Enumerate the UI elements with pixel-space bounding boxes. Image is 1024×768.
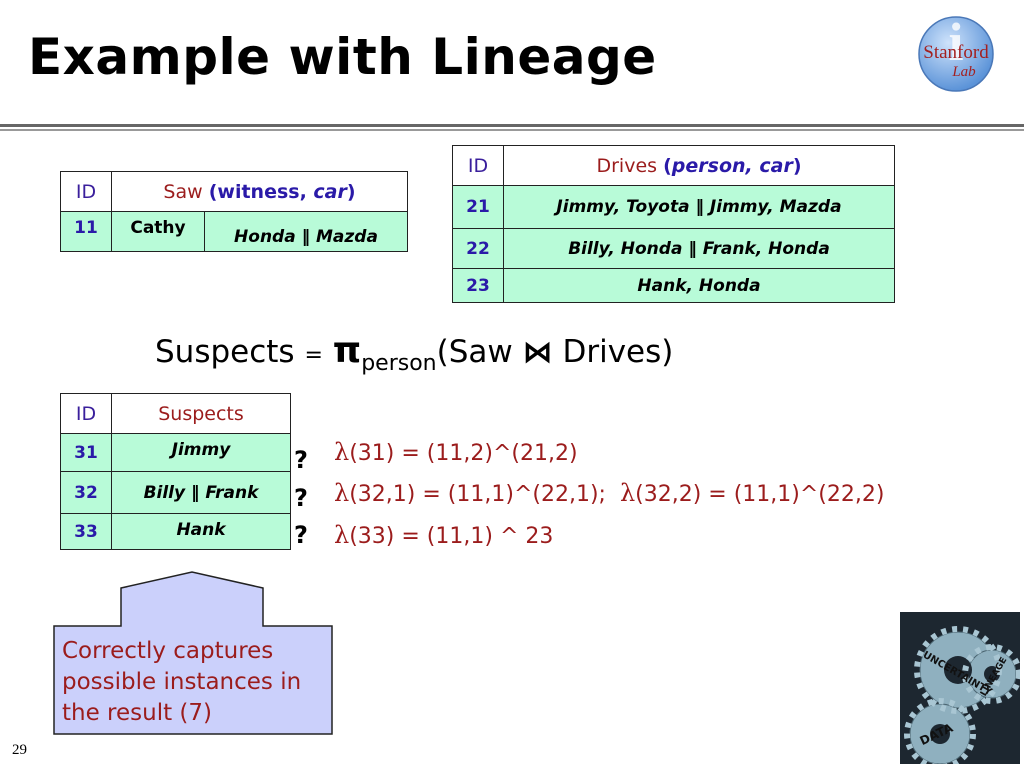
- lambda-symbol: λ: [334, 521, 350, 549]
- lineage-text: (32,2) = (11,1)^(22,2): [635, 482, 885, 507]
- saw-row-witness: Cathy: [111, 211, 205, 252]
- question-mark: ?: [294, 446, 308, 474]
- drives-header: Drives (person, car): [503, 145, 895, 186]
- lineage-text: (31) = (11,2)^(21,2): [349, 441, 578, 466]
- saw-table: ID Saw (witness, car) 11 Cathy Honda ‖ M…: [60, 171, 408, 252]
- suspects-row-value: Hank: [111, 513, 291, 550]
- drives-row-value: Billy, Honda ‖ Frank, Honda: [503, 228, 895, 269]
- table-row: 22 Billy, Honda ‖ Frank, Honda: [452, 228, 895, 269]
- formula-lhs: Suspects: [155, 334, 295, 370]
- lineage-text: (32,1) = (11,1)^(22,1);: [349, 482, 606, 507]
- page-number: 29: [12, 742, 27, 758]
- logo-sub: Lab: [951, 64, 976, 80]
- lineage-text: (33) = (11,1) ^ 23: [349, 524, 554, 549]
- table-row: 33 Hank: [60, 513, 291, 550]
- drives-row-id: 21: [452, 185, 504, 229]
- table-row: 31 Jimmy: [60, 433, 291, 472]
- logo-brand: Stanford: [923, 42, 989, 63]
- lambda-symbol: λ: [334, 438, 350, 466]
- lineage-line-32: λ(32,1) = (11,1)^(22,1); λ(32,2) = (11,1…: [334, 479, 884, 507]
- saw-row-id: 11: [60, 211, 112, 252]
- question-mark: ?: [294, 521, 308, 549]
- suspects-header: Suspects: [111, 393, 291, 434]
- join-symbol: ⋈: [522, 335, 553, 370]
- callout-text: Correctly captures possible instances in…: [62, 638, 302, 726]
- saw-id-header: ID: [60, 171, 112, 212]
- slide-title: Example with Lineage: [28, 28, 657, 86]
- table-row: 32 Billy ‖ Frank: [60, 471, 291, 514]
- projection-formula: Suspects = πperson(Saw ⋈ Drives): [155, 330, 674, 376]
- saw-header: Saw (witness, car): [111, 171, 408, 212]
- drives-id-header: ID: [452, 145, 504, 186]
- title-rule-thin: [0, 129, 1024, 131]
- lineage-line-33: λ(33) = (11,1) ^ 23: [334, 521, 553, 549]
- table-row: 21 Jimmy, Toyota ‖ Jimmy, Mazda: [452, 185, 895, 229]
- formula-close: Drives): [562, 334, 674, 370]
- suspects-id-header: ID: [60, 393, 112, 434]
- suspects-row-id: 33: [60, 513, 112, 550]
- logo-initial: i: [948, 14, 963, 72]
- drives-row-id: 23: [452, 268, 504, 303]
- suspects-row-value: Jimmy: [111, 433, 291, 472]
- lambda-symbol: λ: [334, 479, 350, 507]
- drives-row-id: 22: [452, 228, 504, 269]
- table-row: 23 Hank, Honda: [452, 268, 895, 303]
- suspects-row-id: 32: [60, 471, 112, 514]
- gears-image: UNCERTAINTY LINEAGE DATA: [900, 612, 1020, 764]
- formula-equals: =: [304, 343, 323, 368]
- callout-arrow-box: [53, 571, 333, 735]
- drives-row-value: Jimmy, Toyota ‖ Jimmy, Mazda: [503, 185, 895, 229]
- pi-symbol: π: [332, 330, 362, 371]
- drives-table: ID Drives (person, car) 21 Jimmy, Toyota…: [452, 145, 895, 303]
- suspects-table: ID Suspects 31 Jimmy 32 Billy ‖ Frank 33…: [60, 393, 291, 550]
- lambda-symbol: λ: [619, 479, 636, 507]
- formula-subscript: person: [361, 351, 437, 376]
- saw-row-car: Honda ‖ Mazda: [204, 211, 408, 252]
- drives-row-value: Hank, Honda: [503, 268, 895, 303]
- stanford-lab-logo: i Stanford Lab: [918, 14, 994, 92]
- table-row: 11 Cathy Honda ‖ Mazda: [60, 211, 408, 252]
- title-rule: [0, 124, 1024, 127]
- question-mark: ?: [294, 484, 308, 512]
- lineage-line-31: λ(31) = (11,2)^(21,2): [334, 438, 578, 466]
- suspects-row-value: Billy ‖ Frank: [111, 471, 291, 514]
- formula-open: (Saw: [436, 334, 513, 370]
- suspects-row-id: 31: [60, 433, 112, 472]
